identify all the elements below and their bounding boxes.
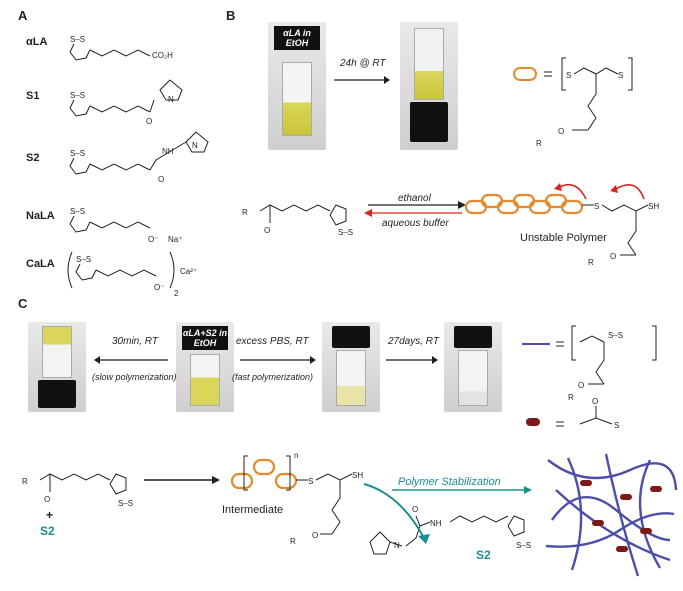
label-intermediate: Intermediate — [222, 504, 284, 516]
atom-n: N — [168, 95, 174, 104]
cala-charge: O⁻ — [154, 283, 164, 292]
atom-s: S — [594, 202, 599, 211]
vial-alpha-la-initial: αLA in EtOH — [268, 22, 326, 150]
label-unstable-polymer: Unstable Polymer — [520, 232, 607, 244]
label-27days: 27days, RT — [388, 336, 439, 347]
atom-sh: SH — [648, 202, 659, 211]
label-slow-polymerization: (slow polymerization) — [92, 372, 177, 382]
label-excess-pbs: excess PBS, RT — [236, 336, 309, 347]
compound-label-nala: NaLA — [26, 210, 55, 222]
vial-liquid — [458, 350, 488, 406]
compound-label-cala: CaLA — [26, 258, 55, 270]
arrow-slow — [94, 356, 168, 364]
atom-o: O — [158, 175, 164, 184]
nala-counterion: Na⁺ — [168, 235, 182, 244]
atom-nh: NH — [430, 519, 442, 528]
atom-o: O — [578, 381, 584, 390]
panel-label-a: A — [18, 8, 28, 23]
atom-o: O — [264, 226, 270, 235]
vial-liquid — [190, 354, 220, 406]
legend-repeat-unit: S S O R — [513, 57, 633, 148]
atom-o: O — [610, 252, 616, 261]
atom-s: S–S — [76, 255, 91, 264]
nala-charge: O⁻ — [148, 235, 158, 244]
atom-r: R — [22, 477, 28, 486]
vial-slow — [28, 322, 86, 412]
atom-r: R — [290, 537, 296, 546]
panel-label-b: B — [226, 8, 236, 23]
atom-r: R — [568, 393, 574, 402]
arrow-24h — [334, 76, 390, 84]
plus-sign: + — [46, 508, 54, 522]
atom-o: O — [412, 505, 418, 514]
arrow-27days — [386, 356, 438, 364]
cala-counterion: Ca²⁺ — [180, 267, 197, 276]
vial-cap — [332, 326, 370, 348]
atom-o: O — [592, 397, 598, 406]
panel-c-reaction: R O S–S n S SH O R N O NH S–S — [22, 451, 678, 577]
vial-cap — [410, 102, 448, 142]
arrow-fast — [240, 356, 316, 364]
panel-a-structures: S–S CO₂H S–S O N S–S O NH N S–S O⁻ Na⁺ S… — [67, 35, 209, 298]
alpha-la-group: CO₂H — [152, 51, 173, 60]
label-s2-product: S2 — [476, 548, 491, 562]
vial-fast — [322, 322, 380, 412]
atom-s: S–S — [70, 149, 85, 158]
compound-label-alpha-la: αLA — [26, 36, 48, 48]
atom-nh: NH — [162, 147, 174, 156]
atom-o: O — [44, 495, 50, 504]
label-fast-polymerization: (fast polymerization) — [232, 372, 314, 382]
label-polymer-stabilization: Polymer Stabilization — [398, 476, 501, 488]
cala-subscript: 2 — [174, 289, 179, 298]
atom-o: O — [312, 531, 318, 540]
atom-o: O — [558, 127, 564, 136]
atom-s: S — [308, 477, 313, 486]
equilibrium-label-ethanol: ethanol — [398, 193, 431, 204]
vial-liquid — [336, 350, 366, 406]
vial-liquid — [414, 28, 444, 100]
panel-label-c: C — [18, 296, 28, 311]
atom-s: S–S — [70, 35, 85, 44]
atom-ss: S–S — [516, 541, 531, 550]
atom-o: O — [146, 117, 152, 126]
atom-sh: SH — [352, 471, 363, 480]
arrow-label-24h: 24h @ RT — [340, 58, 386, 69]
legend-polymer-units: S–S O R O S — [522, 325, 657, 430]
equilibrium-label-aqueous: aqueous buffer — [382, 218, 449, 229]
vial-liquid — [282, 62, 312, 136]
vial-27days — [444, 322, 502, 412]
atom-s: S–S — [338, 228, 353, 237]
atom-r: R — [536, 139, 542, 148]
panel-b-equilibrium: R O S–S S SH O R — [242, 183, 659, 267]
vial-cap — [38, 380, 76, 408]
atom-s: S — [618, 71, 623, 80]
label-s2-reactant: S2 — [40, 524, 55, 538]
label-30min: 30min, RT — [112, 336, 158, 347]
compound-label-s1: S1 — [26, 90, 40, 102]
atom-n: N — [192, 141, 198, 150]
atom-s: S–S — [70, 91, 85, 100]
atom-s: S–S — [70, 207, 85, 216]
vial-label: αLA in EtOH — [274, 26, 320, 50]
atom-r: R — [242, 208, 248, 217]
atom-s: S — [566, 71, 571, 80]
atom-ss: S–S — [608, 331, 623, 340]
atom-r: R — [588, 258, 594, 267]
vial-liquid — [42, 326, 72, 378]
vial-cap — [454, 326, 492, 348]
vial-alpha-la-24h — [400, 22, 458, 150]
atom-s: S–S — [118, 499, 133, 508]
subscript-n: n — [294, 451, 298, 460]
atom-s: S — [614, 421, 619, 430]
vial-label: αLA+S2 in EtOH — [182, 326, 228, 350]
compound-label-s2: S2 — [26, 152, 40, 164]
vial-alpha-la-s2: αLA+S2 in EtOH — [176, 322, 234, 412]
atom-n: N — [394, 541, 400, 550]
